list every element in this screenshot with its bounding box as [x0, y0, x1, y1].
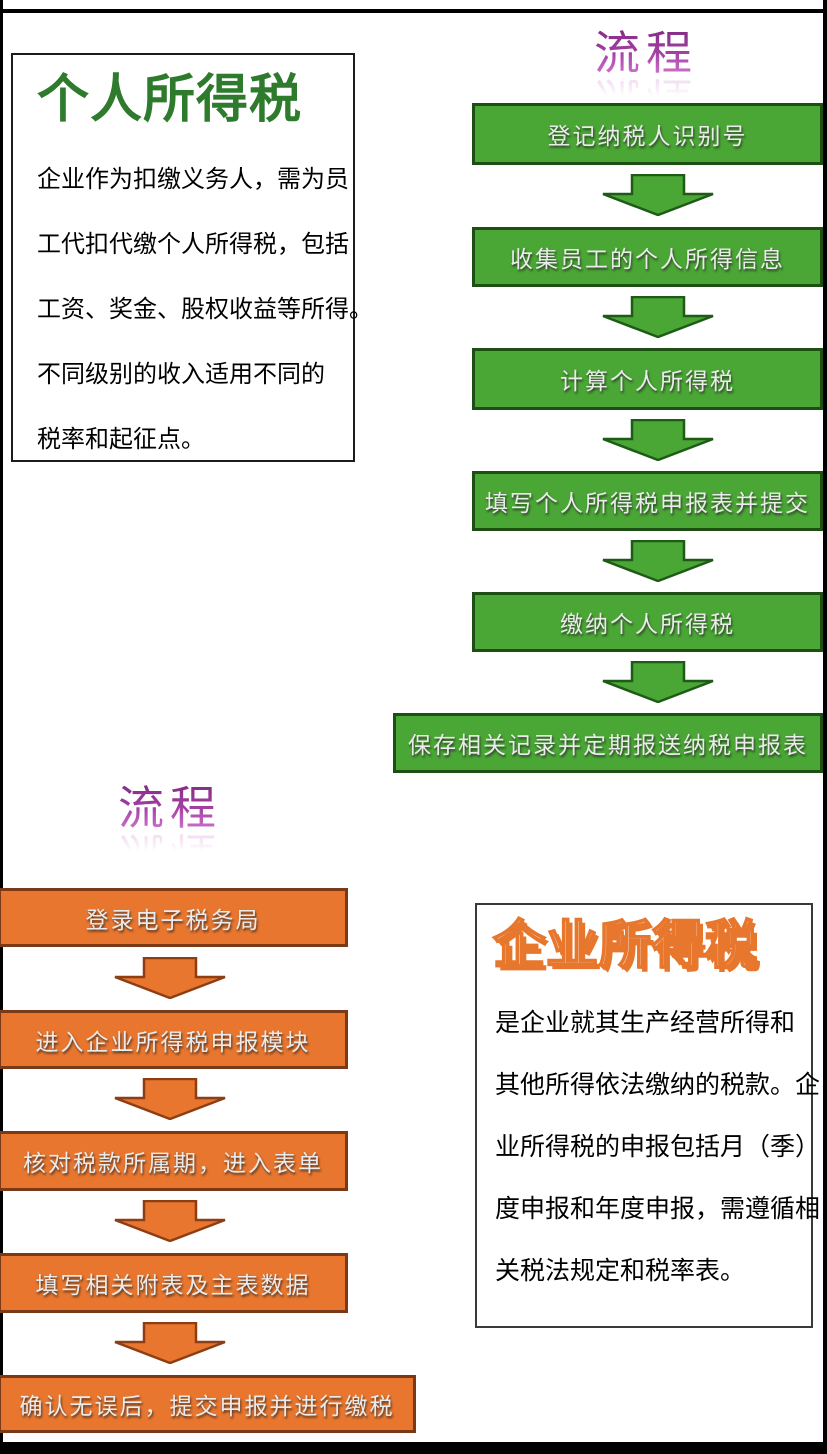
- page-border-top: [0, 9, 827, 13]
- personal-flow-step-5: 缴纳个人所得税: [472, 592, 823, 652]
- personal-tax-description: 企业作为扣缴义务人，需为员 工代扣代缴个人所得税，包括 工资、奖金、股权收益等所…: [37, 148, 373, 473]
- text-line: 度申报和年度申报，需遵循相: [495, 1195, 821, 1223]
- text-line: 不同级别的收入适用不同的: [37, 361, 325, 388]
- down-arrow-icon: [114, 957, 226, 999]
- personal-flow-step-4: 填写个人所得税申报表并提交: [472, 471, 823, 531]
- text-line: 是企业就其生产经营所得和: [495, 1009, 796, 1037]
- corporate-tax-title: 企业所得税: [492, 916, 759, 976]
- down-arrow-icon: [602, 296, 714, 338]
- personal-tax-title: 个人所得税: [37, 71, 303, 129]
- text-line: 工资、奖金、股权收益等所得。: [37, 296, 373, 323]
- down-arrow-icon: [114, 1322, 226, 1364]
- text-line: 关税法规定和税率表。: [495, 1257, 746, 1285]
- page-border-left: [0, 0, 3, 1454]
- corporate-flow-step-2: 进入企业所得税申报模块: [0, 1010, 348, 1069]
- personal-flow-step-1: 登记纳税人识别号: [472, 103, 823, 165]
- corporate-flow-step-1: 登录电子税务局: [0, 888, 348, 947]
- corporate-tax-description: 是企业就其生产经营所得和 其他所得依法缴纳的税款。企 业所得税的申报包括月（季）…: [495, 993, 821, 1303]
- page-border-right: [823, 0, 827, 1454]
- corporate-flow-step-4: 填写相关附表及主表数据: [0, 1253, 348, 1313]
- down-arrow-icon: [602, 540, 714, 582]
- down-arrow-icon: [602, 174, 714, 216]
- text-line: 其他所得依法缴纳的税款。企: [495, 1071, 821, 1099]
- personal-flow-title: 流程: [594, 26, 698, 81]
- text-line: 业所得税的申报包括月（季）: [495, 1133, 821, 1161]
- text-line: 税率和起征点。: [37, 426, 205, 453]
- personal-flow-step-6: 保存相关记录并定期报送纳税申报表: [393, 713, 823, 773]
- text-line: 工代扣代缴个人所得税，包括: [37, 231, 349, 258]
- text-line: 企业作为扣缴义务人，需为员: [37, 166, 349, 193]
- personal-tax-panel: 个人所得税 企业作为扣缴义务人，需为员 工代扣代缴个人所得税，包括 工资、奖金、…: [11, 53, 373, 462]
- down-arrow-icon: [114, 1200, 226, 1242]
- corporate-flow-step-5: 确认无误后，提交申报并进行缴税: [0, 1375, 416, 1433]
- down-arrow-icon: [602, 419, 714, 461]
- personal-flow-step-3: 计算个人所得税: [472, 348, 823, 410]
- down-arrow-icon: [602, 661, 714, 703]
- down-arrow-icon: [114, 1078, 226, 1120]
- corporate-flow-title: 流程: [118, 781, 222, 836]
- corporate-tax-panel: 企业所得税 是企业就其生产经营所得和 其他所得依法缴纳的税款。企 业所得税的申报…: [475, 903, 821, 1328]
- page-border-bottom: [0, 1442, 827, 1454]
- personal-flow-step-2: 收集员工的个人所得信息: [472, 227, 823, 287]
- corporate-flow-step-3: 核对税款所属期，进入表单: [0, 1131, 348, 1191]
